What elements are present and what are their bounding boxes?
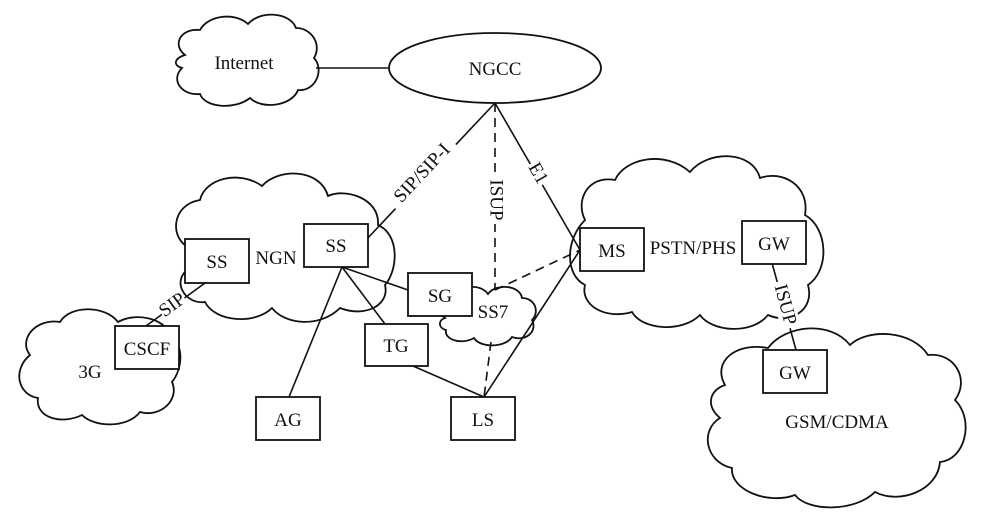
node-gw-gsm-label: GW <box>779 363 811 384</box>
node-ngcc-label: NGCC <box>469 59 522 80</box>
node-ms-label: MS <box>598 241 625 262</box>
node-tg-label: TG <box>383 336 409 357</box>
svg-text:E1: E1 <box>524 159 553 188</box>
edge-label-isup-ngcc: ISUP <box>486 176 507 224</box>
edge-ss7-ls <box>483 341 492 398</box>
node-tg <box>364 323 429 367</box>
cloud-ngn <box>175 172 396 323</box>
cloud-internet <box>175 13 320 107</box>
node-cscf-label: CSCF <box>124 339 170 360</box>
cloud-pstn-label: PSTN/PHS <box>650 238 737 259</box>
cloud-pstn <box>569 155 825 330</box>
svg-text:ISUP: ISUP <box>486 179 507 220</box>
edge-ss-ag <box>288 266 343 398</box>
edge-ss7-ms <box>494 249 581 291</box>
cloud-internet-label: Internet <box>214 53 274 74</box>
node-ss-left <box>184 238 250 284</box>
node-ss-left-label: SS <box>206 252 227 273</box>
cloud-gsm-label: GSM/CDMA <box>785 412 889 433</box>
edge-label-sip-sipi: SIP/SIP-I <box>384 134 460 213</box>
node-sg <box>407 272 473 317</box>
cloud-ngn-label: NGN <box>255 248 296 269</box>
node-gw-gsm <box>762 349 828 394</box>
node-gw-pstn-label: GW <box>758 234 790 255</box>
node-ag-label: AG <box>274 410 302 431</box>
edge-ss-tg <box>341 266 386 325</box>
edge-tg-ls <box>412 365 485 398</box>
node-cscf <box>114 325 180 370</box>
svg-text:SIP/SIP-I: SIP/SIP-I <box>390 139 455 207</box>
edge-label-e1: E1 <box>523 158 553 189</box>
node-ss-main <box>303 223 369 268</box>
node-sg-label: SG <box>428 286 453 307</box>
edge-ss-sg <box>341 266 409 291</box>
cloud-3g-label: 3G <box>78 362 102 383</box>
node-ls-label: LS <box>472 410 494 431</box>
node-ms <box>579 227 645 272</box>
node-ss-main-label: SS <box>325 236 346 257</box>
node-ls <box>450 396 516 441</box>
edge-ls-ms <box>483 249 581 398</box>
node-ag <box>255 396 321 441</box>
cloud-ss7-label: SS7 <box>478 302 509 323</box>
node-gw-pstn <box>741 220 807 265</box>
node-ngcc <box>388 32 602 104</box>
